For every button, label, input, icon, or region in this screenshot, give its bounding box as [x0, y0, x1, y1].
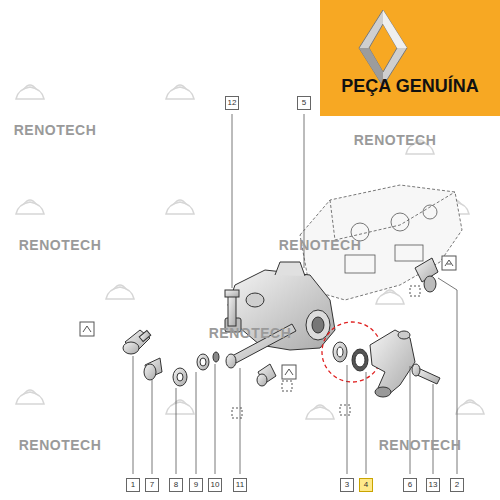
seal-oring	[333, 342, 368, 371]
callout-number: 5	[297, 96, 311, 110]
plugs-washers	[144, 352, 219, 386]
callout-number: 12	[225, 96, 240, 110]
genuine-part-badge: PEÇA GENUÍNA	[341, 76, 478, 97]
callout-number: 2	[450, 478, 464, 492]
callout-number: 9	[189, 478, 203, 492]
watermark: RENOTECH	[379, 437, 462, 453]
watermark: RENOTECH	[19, 237, 102, 253]
watermark: RENOTECH	[14, 122, 97, 138]
bolt	[225, 290, 239, 326]
renault-logo	[359, 10, 407, 86]
callout-number: 6	[403, 478, 417, 492]
genuine-panel	[320, 0, 500, 116]
callout-number: 3	[340, 478, 354, 492]
watermark: RENOTECH	[354, 132, 437, 148]
callout-number: 13	[426, 478, 441, 492]
watermark: RENOTECH	[19, 437, 102, 453]
callout-number: 10	[208, 478, 223, 492]
callout-number: 4	[359, 478, 373, 492]
bolt	[412, 364, 440, 384]
leader-lines	[133, 114, 457, 474]
water-outlet	[370, 330, 415, 397]
watermark: RENOTECH	[279, 237, 362, 253]
sensor	[257, 364, 276, 386]
badge-text: PEÇA GENUÍNA	[341, 76, 478, 97]
callout-number: 11	[233, 478, 247, 492]
callout-number: 8	[169, 478, 183, 492]
torque-frame	[282, 381, 292, 391]
temperature-sensor	[123, 330, 151, 354]
pressure-sensor	[415, 256, 456, 292]
watermark: RENOTECH	[209, 325, 292, 341]
callout-number: 1	[126, 478, 140, 492]
callout-number: 7	[145, 478, 159, 492]
torque-icons	[80, 286, 420, 418]
